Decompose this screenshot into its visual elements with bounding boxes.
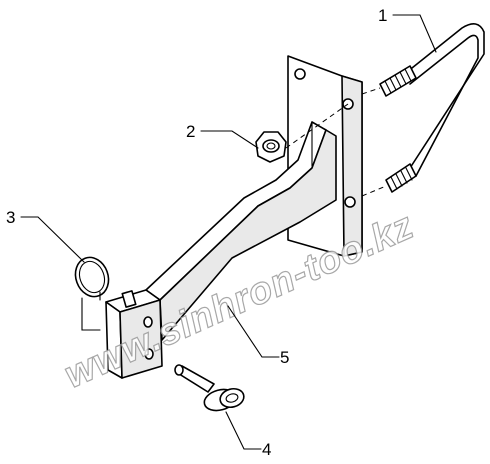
retaining-ring [74,256,110,298]
callout-label-2: 2 [186,122,195,141]
callout-label-1: 1 [378,6,387,25]
nut [255,131,287,163]
assembly-guide-lines [81,87,387,331]
thread-marks-lower [390,167,413,190]
pin-hole-lower [144,348,154,360]
callout-5: 5 [227,305,289,367]
plate-bolt-hole [294,68,306,80]
callout-4: 4 [225,411,271,459]
callout-3: 3 [6,208,85,263]
callout-label-3: 3 [6,208,15,227]
pin-hole-upper [143,316,153,328]
plate-bolt-hole [344,196,356,208]
end-block [105,289,163,379]
callout-label-4: 4 [262,440,271,459]
callout-2: 2 [186,122,259,149]
thread-marks-upper [384,68,412,94]
end-block-slot [121,290,137,308]
callout-1: 1 [378,6,437,53]
u-bolt [379,23,485,193]
hitch-pin [174,364,245,412]
callout-label-5: 5 [280,348,289,367]
